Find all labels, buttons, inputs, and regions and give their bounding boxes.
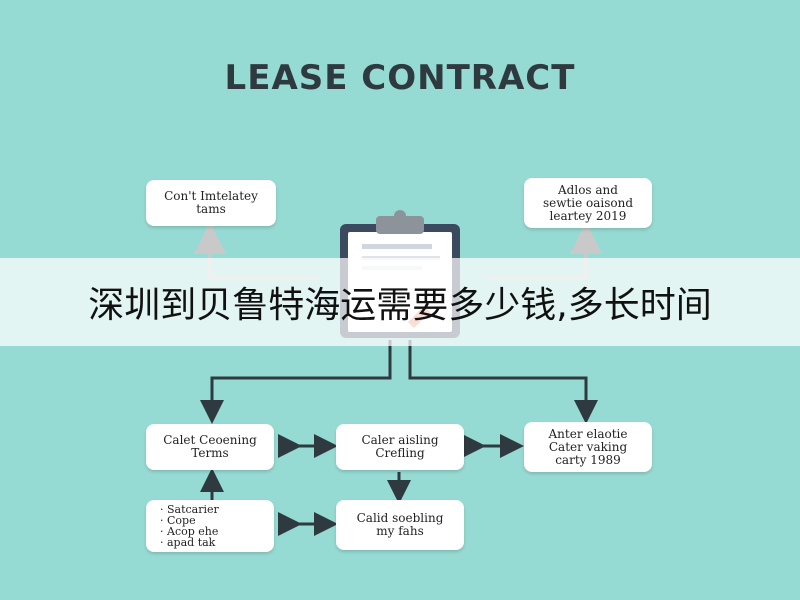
box-mid-right-line-3: carty 1989 — [555, 452, 621, 467]
box-top-right-line-2: sewtie oaisond — [542, 195, 634, 210]
box-top-right: Adlos and sewtie oaisond leartey 2019 — [524, 178, 652, 228]
box-top-right-line-3: leartey 2019 — [549, 208, 627, 223]
box-mid-center-line-2: Crefling — [375, 446, 425, 460]
box-bottom-center-line-1: Calid soebling — [356, 511, 444, 525]
box-bottom-left-line-4: apad tak — [160, 537, 215, 548]
box-top-left: Con't Imtelatey tams — [146, 180, 276, 226]
box-mid-right-line-1: Anter elaotie — [548, 426, 628, 441]
box-bottom-center: Calid soebling my fahs — [336, 500, 464, 550]
box-mid-right-line-2: Cater vaking — [548, 439, 628, 454]
box-mid-right: Anter elaotie Cater vaking carty 1989 — [524, 422, 652, 472]
box-bottom-left-line-3: Acop ehe — [160, 526, 218, 537]
box-bottom-left: Satcarier Cope Acop ehe apad tak — [146, 500, 274, 552]
overlay-banner: 深圳到贝鲁特海运需要多少钱,多长时间 — [0, 258, 800, 346]
box-top-left-line-2: tams — [196, 202, 226, 216]
connector-clipboard-mid-right — [408, 340, 598, 424]
box-mid-center-line-1: Caler aisling — [361, 433, 439, 447]
box-mid-left-line-2: Terms — [191, 446, 229, 460]
box-bottom-left-line-1: Satcarier — [160, 504, 219, 515]
box-bottom-left-line-2: Cope — [160, 515, 196, 526]
box-top-left-line-1: Con't Imtelatey — [164, 189, 258, 203]
box-mid-left: Calet Ceoening Terms — [146, 424, 274, 470]
box-mid-left-line-1: Calet Ceoening — [163, 433, 257, 447]
box-top-right-line-1: Adlos and — [558, 182, 618, 197]
box-bottom-center-line-2: my fahs — [376, 524, 424, 538]
box-mid-center: Caler aisling Crefling — [336, 424, 464, 470]
connector-clipboard-mid-left — [200, 340, 392, 424]
diagram-title: LEASE CONTRACT — [224, 58, 576, 98]
